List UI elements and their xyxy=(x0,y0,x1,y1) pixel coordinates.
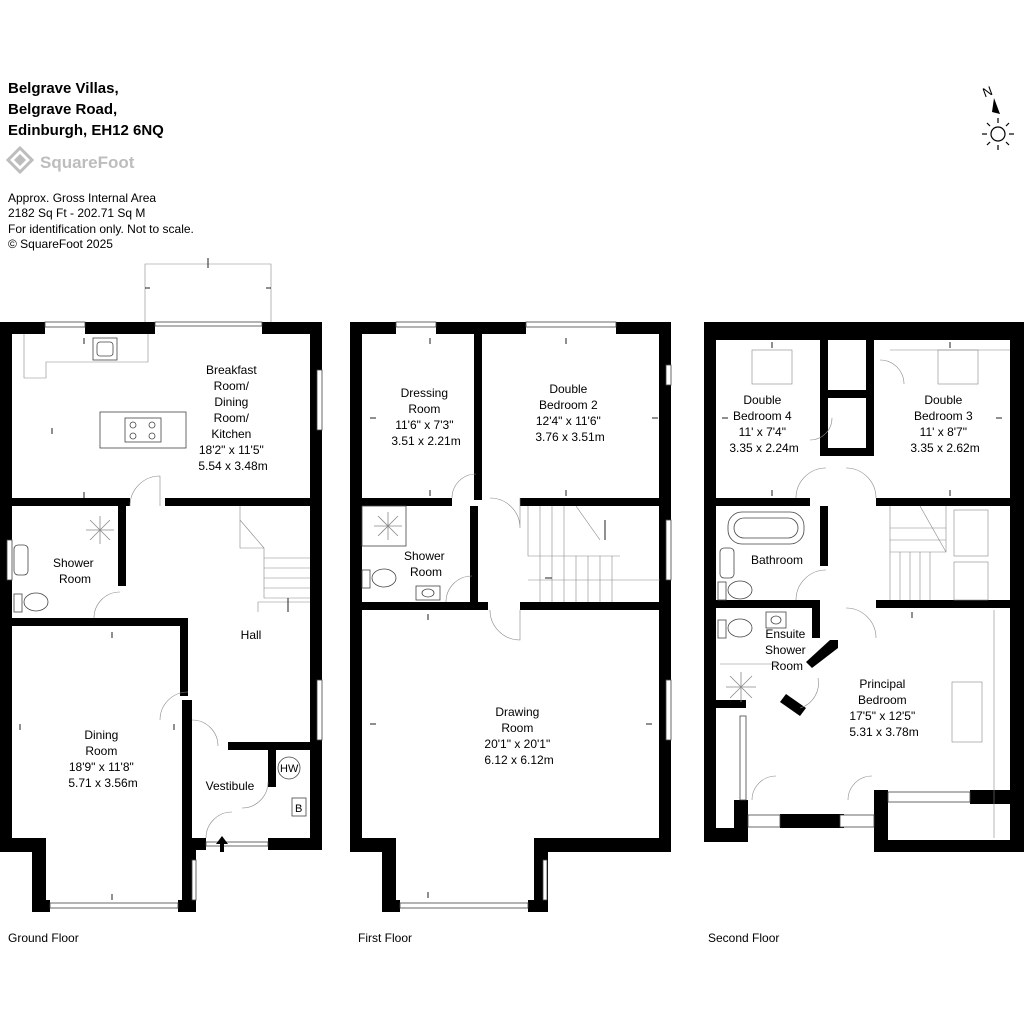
area-notes: Approx. Gross Internal Area 2182 Sq Ft -… xyxy=(8,191,194,251)
kitchen-label: Breakfast Room/ Dining Room/ Kitchen 18'… xyxy=(198,363,267,473)
vestibule-label: Vestibule xyxy=(206,779,255,793)
first-shower-fixtures xyxy=(361,505,441,601)
ground-floor-doors xyxy=(93,475,269,839)
entrance-arrow-icon xyxy=(216,836,228,852)
second-floor-walls xyxy=(704,322,1024,852)
address-block: Belgrave Villas, Belgrave Road, Edinburg… xyxy=(8,80,164,139)
squarefoot-logo: SquareFoot xyxy=(5,145,135,175)
bathroom-label: Bathroom xyxy=(751,553,803,567)
hall-label: Hall xyxy=(241,628,262,642)
second-dimension-ticks xyxy=(722,342,1002,618)
dining-label: Dining Room 18'9" x 11'8" 5.71 x 3.56m xyxy=(68,728,137,790)
area-note-2: 2182 Sq Ft - 202.71 Sq M xyxy=(8,206,145,220)
ground-dimension-ticks xyxy=(19,338,175,900)
second-floor-skylights xyxy=(751,349,1010,838)
first-shower-label: Shower Room xyxy=(404,549,448,579)
second-floor: Double Bedroom 4 11' x 7'4" 3.35 x 2.24m… xyxy=(704,322,1024,945)
ensuite-label: Ensuite Shower Room xyxy=(765,627,809,673)
ground-floor-label: Ground Floor xyxy=(8,931,79,945)
kitchen-fittings xyxy=(23,334,187,449)
address-line-3: Edinburgh, EH12 6NQ xyxy=(8,122,164,139)
squarefoot-logo-icon xyxy=(5,145,35,175)
first-floor: Dressing Room 11'6" x 7'3" 3.51 x 2.21m … xyxy=(350,321,672,945)
ground-floor-walls xyxy=(0,322,322,912)
drawing-room-label: Drawing Room 20'1" x 20'1" 6.12 x 6.12m xyxy=(484,705,553,767)
boiler-label: B xyxy=(295,803,302,815)
ground-floor-stairs xyxy=(239,506,310,612)
second-floor-doors xyxy=(751,359,905,801)
bath-fixtures xyxy=(717,511,805,702)
hw-label: HW xyxy=(280,763,299,775)
brand-name: SquareFoot xyxy=(40,153,135,172)
dressing-room-label: Dressing Room 11'6" x 7'3" 3.51 x 2.21m xyxy=(391,386,460,448)
copyright-note: © SquareFoot 2025 xyxy=(8,237,113,251)
area-note-3: For identification only. Not to scale. xyxy=(8,222,194,236)
compass-icon: N xyxy=(981,83,1014,150)
first-floor-walls xyxy=(350,322,671,912)
second-floor-label: Second Floor xyxy=(708,931,779,945)
ground-shower-fixtures xyxy=(13,516,114,613)
principal-bedroom-label: Principal Bedroom 17'5" x 12'5" 5.31 x 3… xyxy=(849,677,918,739)
first-dimension-ticks xyxy=(370,338,658,898)
first-floor-windows xyxy=(395,321,672,909)
bedroom-2-label: Double Bedroom 2 12'4" x 11'6" 3.76 x 3.… xyxy=(535,382,604,444)
boiler: B xyxy=(291,797,307,817)
second-floor-windows xyxy=(739,715,971,828)
address-line-1: Belgrave Villas, xyxy=(8,80,119,97)
first-floor-stairs xyxy=(527,505,660,602)
ground-floor: HW B Breakfast Room/ Dining Room/ Kitche… xyxy=(0,258,323,945)
ground-floor-windows xyxy=(6,321,323,909)
ground-shower-label: Shower Room xyxy=(53,556,97,586)
address-line-2: Belgrave Road, xyxy=(8,101,117,118)
bedroom-3-label: Double Bedroom 3 11' x 8'7" 3.35 x 2.62m xyxy=(910,393,979,455)
hw-cylinder: HW xyxy=(277,756,301,780)
patio-outline xyxy=(144,258,272,322)
bedroom-4-label: Double Bedroom 4 11' x 7'4" 3.35 x 2.24m xyxy=(729,393,798,455)
compass-north-label: N xyxy=(981,83,995,100)
first-floor-doors xyxy=(445,473,521,641)
second-floor-stairs xyxy=(889,505,947,600)
area-note-1: Approx. Gross Internal Area xyxy=(8,191,156,205)
first-floor-label: First Floor xyxy=(358,931,412,945)
